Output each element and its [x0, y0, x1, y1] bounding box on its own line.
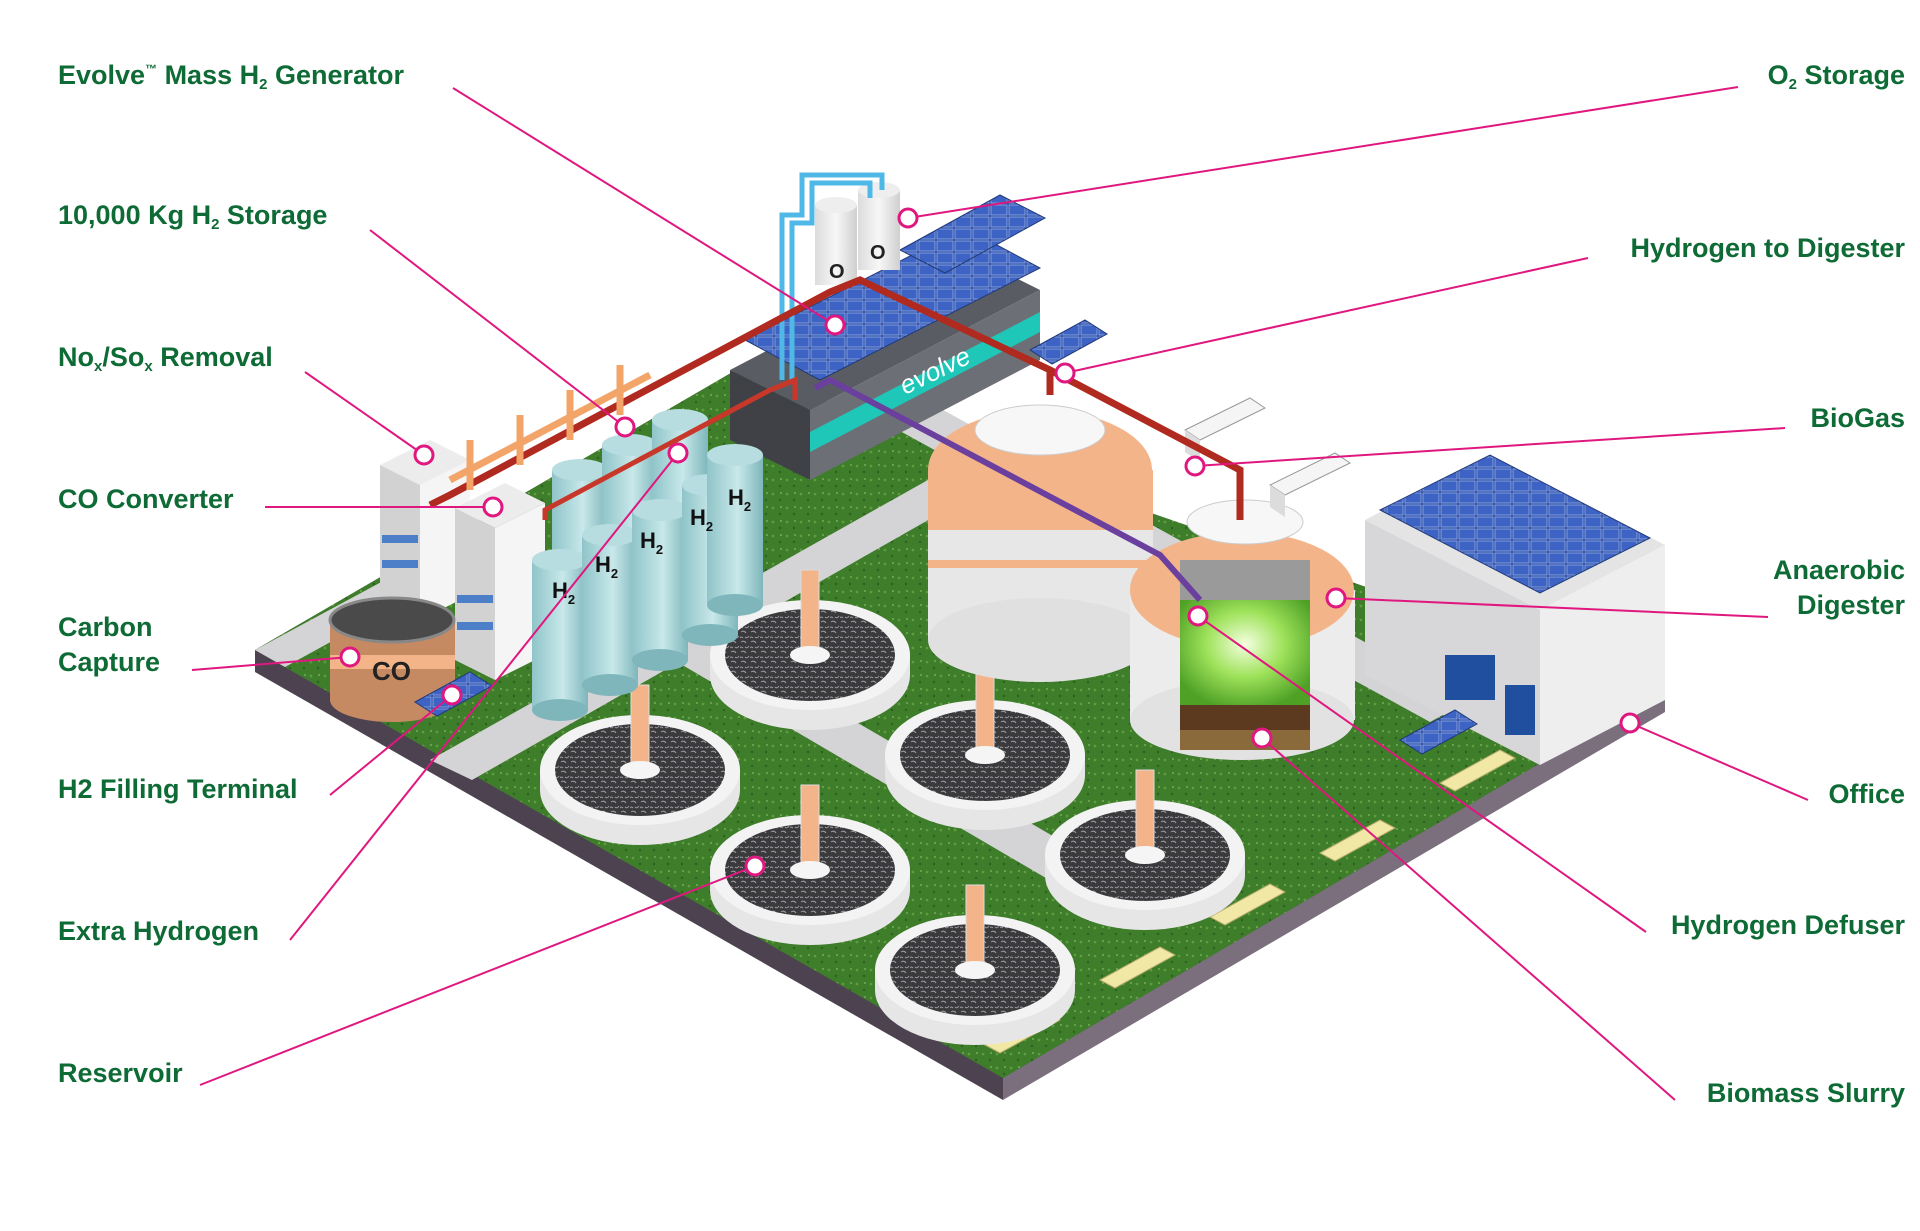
label-reservoir: Reservoir: [58, 1058, 183, 1088]
pin-marker: [1184, 455, 1206, 477]
label-o2-storage: O2 Storage: [1767, 60, 1905, 93]
reservoirs: [540, 569, 1245, 1045]
leader-line: [304, 371, 425, 456]
reservoir-basin: [875, 884, 1075, 1045]
label-h2-storage: 10,000 Kg H2 Storage: [58, 200, 328, 233]
digester-primary: [928, 404, 1153, 682]
reservoir-basin: [1045, 769, 1245, 930]
o2-tank-label-2: O: [870, 242, 886, 264]
leader-line: [1261, 737, 1676, 1101]
leader-line: [369, 229, 626, 428]
leader-line: [191, 656, 351, 671]
label-h2-filling: H2 Filling Terminal: [58, 774, 298, 804]
label-carbon-capture-2: Capture: [58, 647, 161, 677]
pin-marker: [413, 444, 435, 466]
h2-tank: [707, 444, 763, 616]
manifold-pipe: [448, 365, 652, 490]
pin-marker: [1619, 712, 1641, 734]
leader-line: [1335, 597, 1769, 618]
leader-lines: [191, 86, 1809, 1101]
pin-marker: [824, 314, 846, 336]
pin-marker: [441, 684, 463, 706]
pin-marker: [1251, 727, 1273, 749]
leader-line: [1064, 257, 1589, 374]
biogas-pipe: [813, 376, 1203, 602]
office-building: [1365, 454, 1665, 765]
pin-marker: [614, 416, 636, 438]
label-anaerobic-1: Anaerobic: [1772, 555, 1905, 585]
h2-tank: [582, 524, 638, 696]
leader-line: [1194, 427, 1786, 467]
leader-line: [1197, 615, 1647, 933]
hydrogen-pipe: [428, 276, 1244, 520]
o2-tank-label-1: O: [829, 261, 845, 283]
label-extra-hydrogen: Extra Hydrogen: [58, 916, 260, 946]
leader-line: [452, 87, 836, 326]
label-evolve-generator: Evolve™ Mass H2 Generator: [58, 60, 404, 93]
curb-planters: [983, 749, 1517, 1054]
pin-marker: [1325, 587, 1347, 609]
digester-cutaway: [1130, 499, 1355, 760]
h2-tank: [632, 499, 688, 671]
reservoir-basin: [885, 669, 1085, 830]
pin-marker: [897, 207, 919, 229]
removal-towers: [380, 440, 545, 680]
label-hydrogen-to-digester: Hydrogen to Digester: [1630, 233, 1905, 263]
leader-line: [199, 865, 756, 1086]
pin-marker: [1054, 362, 1076, 384]
leader-line: [289, 452, 679, 941]
h2-tank: [532, 549, 588, 721]
o2-tanks: O O: [779, 172, 900, 380]
leader-line: [907, 86, 1739, 219]
evolve-generator-building: evolve: [730, 227, 1042, 480]
pin-marker: [339, 646, 361, 668]
pin-marker: [482, 496, 504, 518]
leader-line: [329, 694, 453, 796]
co2-tank-label: CO: [372, 656, 411, 686]
label-office: Office: [1828, 779, 1905, 809]
rear-solar-building: [898, 194, 1047, 274]
label-nox-sox: Nox/Sox Removal: [58, 342, 273, 375]
pin-marker: [1187, 605, 1209, 627]
label-biomass-slurry: Biomass Slurry: [1706, 1078, 1905, 1108]
pin-marker: [744, 855, 766, 877]
reservoir-basin: [710, 569, 910, 730]
label-hydrogen-defuser: Hydrogen Defuser: [1670, 910, 1905, 940]
leader-line: [1629, 722, 1809, 801]
label-anaerobic-2: Digester: [1796, 590, 1905, 620]
label-carbon-capture-1: Carbon: [58, 612, 153, 642]
reservoir-basin: [540, 684, 740, 845]
label-biogas: BioGas: [1810, 403, 1905, 433]
label-co-converter: CO Converter: [58, 484, 234, 514]
pin-marker: [667, 442, 689, 464]
